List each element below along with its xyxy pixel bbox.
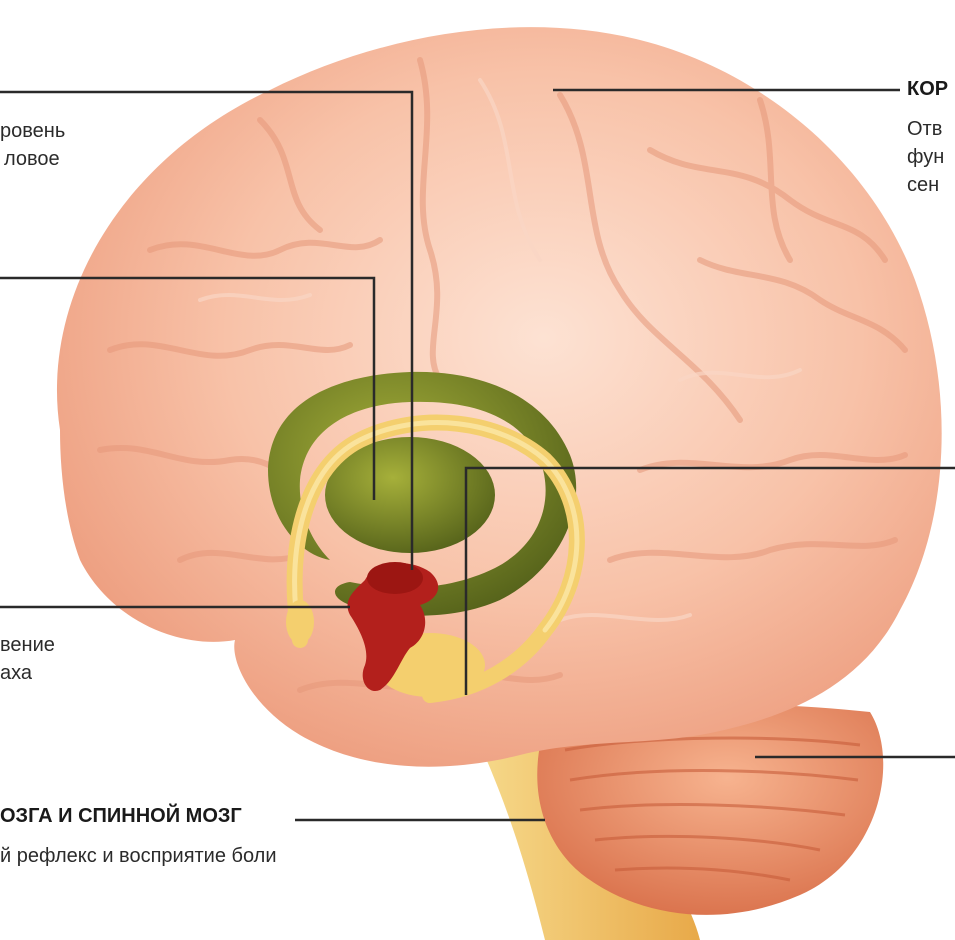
label-middle-left-line2: аха bbox=[0, 660, 32, 687]
label-bottom-heading: ОЗГА И СПИННОЙ МОЗГ bbox=[0, 803, 242, 830]
label-top-left-line2: ловое bbox=[0, 146, 60, 173]
label-middle-left-line1: вение bbox=[0, 632, 55, 659]
label-top-right-line1: Отв bbox=[907, 116, 942, 143]
label-top-right-heading: КОР bbox=[907, 76, 948, 103]
label-top-right-line3: сен bbox=[907, 172, 939, 199]
label-top-right-line2: фун bbox=[907, 144, 944, 171]
label-top-left-line1: ровень bbox=[0, 118, 65, 145]
label-bottom-text: й рефлекс и восприятие боли bbox=[0, 843, 277, 870]
